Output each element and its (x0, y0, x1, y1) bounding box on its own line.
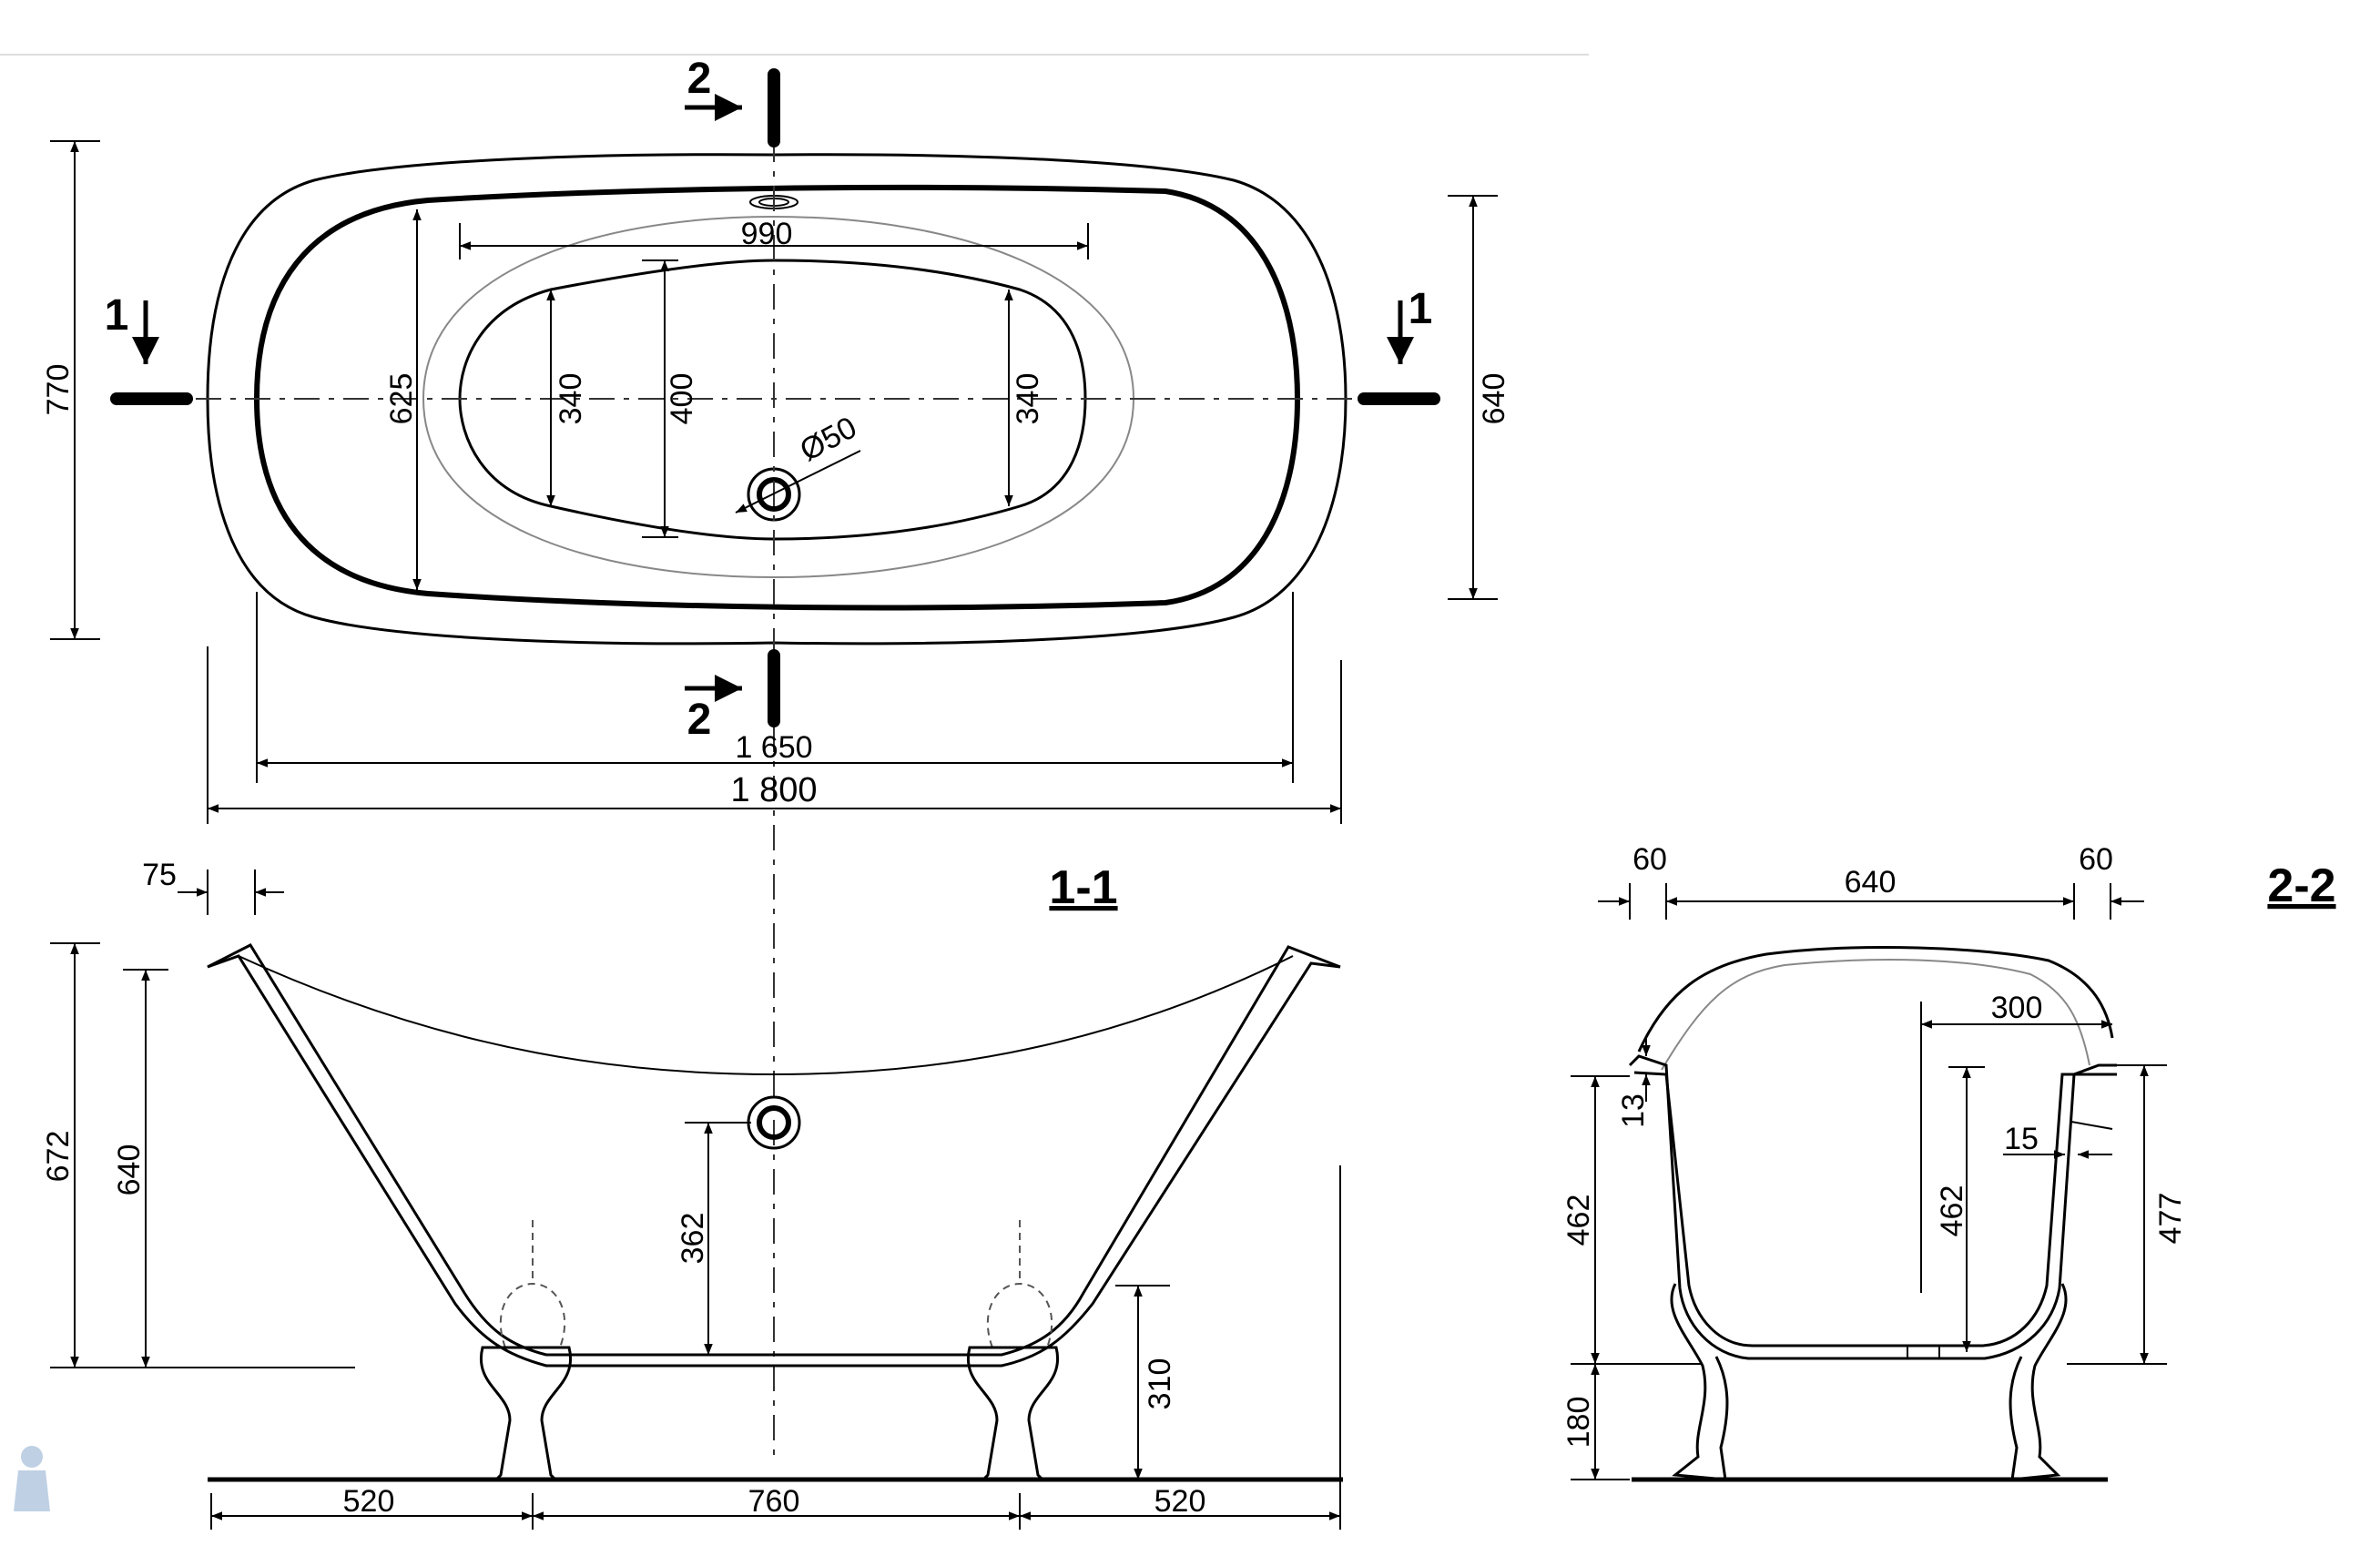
dim-left-span: 520 (343, 1484, 395, 1519)
leg-left-2 (1670, 1283, 1729, 1481)
dim-depth-left: 462 (1561, 1195, 1596, 1246)
dim-total-height-2: 477 (2153, 1193, 2188, 1245)
dim-drain-diameter: Ø50 (795, 410, 863, 468)
dim-wall-thickness: 15 (2004, 1122, 2039, 1156)
section-title-1-1: 1-1 (1049, 861, 1117, 914)
section-title-2-2: 2-2 (2267, 859, 2335, 912)
dim-left-rim: 60 (1632, 842, 1667, 877)
dim-overall-length: 1 800 (730, 771, 817, 809)
dim-basin-width-right: 340 (1011, 373, 1045, 425)
dim-rim-overhang: 75 (142, 858, 177, 892)
tub-basin-outer (422, 215, 1135, 579)
tub-shell-cross-section (1628, 1054, 2117, 1360)
dim-total-height: 672 (41, 1131, 76, 1183)
dim-inner-length: 1 650 (735, 730, 812, 765)
dim-basin-length: 990 (741, 217, 793, 251)
dim-basin-width: 400 (665, 373, 699, 425)
dim-overall-width: 770 (41, 364, 76, 416)
dim-drain-height: 362 (676, 1213, 710, 1265)
dim-inner-width-2: 640 (1845, 865, 1897, 900)
section-marker-bottom: 2 (687, 696, 712, 744)
dim-inner-height: 640 (112, 1144, 147, 1196)
section-marker-left: 1 (105, 291, 129, 340)
section-marker-top: 2 (687, 55, 712, 103)
section-2-2: 2-2 60 640 60 300 (1561, 842, 2336, 1482)
leg-left (479, 1220, 573, 1481)
tub-basin-floor (458, 259, 1087, 541)
dim-right-rim: 60 (2079, 842, 2113, 877)
leg-right-2 (2009, 1283, 2068, 1481)
dim-basin-width-left: 340 (554, 373, 588, 425)
dim-rim-width: 640 (1477, 373, 1511, 425)
plan-view: 1 1 2 2 770 625 340 400 340 (41, 55, 1511, 1457)
dim-inner-width: 625 (384, 373, 419, 425)
dim-middle-span: 760 (748, 1484, 800, 1519)
section-1-1: 1-1 75 672 (41, 858, 1343, 1530)
dim-half-width: 300 (1991, 991, 2043, 1025)
tub-shell-profile (207, 943, 1341, 1357)
logo-icon (14, 1446, 50, 1511)
dim-leg-height: 180 (1561, 1397, 1596, 1449)
section-marker-right: 1 (1409, 285, 1433, 333)
dim-floor-height: 310 (1143, 1358, 1177, 1410)
dim-depth-inner: 462 (1935, 1185, 1969, 1237)
dim-right-span: 520 (1154, 1484, 1206, 1519)
tub-inner-edge (253, 184, 1301, 611)
dim-rim-thickness: 13 (1616, 1093, 1651, 1128)
